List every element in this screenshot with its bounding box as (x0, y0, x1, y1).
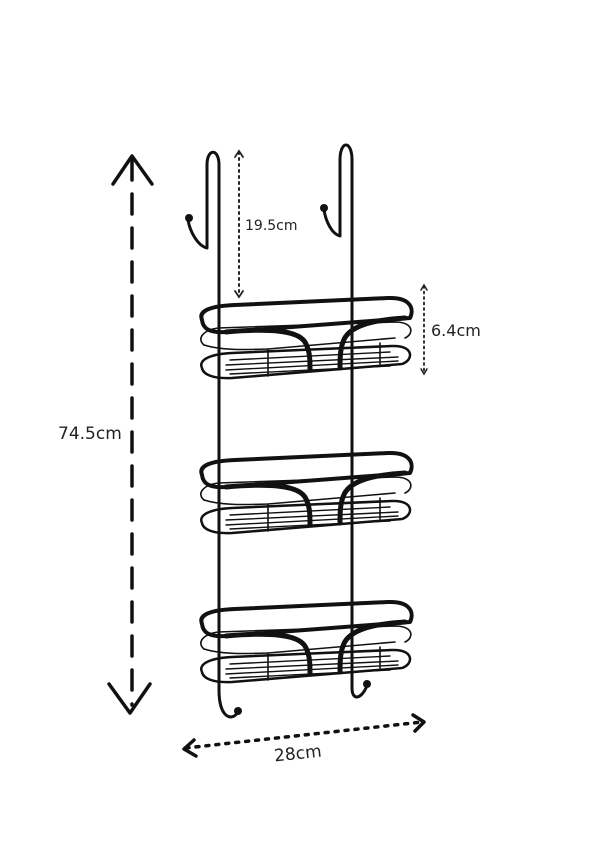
left-hook-knob (185, 214, 193, 222)
right-bottom-knob (363, 680, 371, 688)
hook-height-label: 19.5cm (245, 218, 298, 234)
basket-depth-label: 6.4cm (431, 321, 481, 340)
basket-depth-dimension (420, 283, 428, 376)
down-arrow-icon (107, 682, 152, 715)
right-arrow-icon (411, 713, 426, 733)
left-bottom-knob (234, 707, 242, 715)
width-dimension (182, 713, 426, 758)
hook-height-dimension (234, 149, 244, 299)
hook-knobs (185, 204, 371, 715)
width-label: 28cm (273, 742, 322, 767)
right-hook-knob (320, 204, 328, 212)
up-arrow-icon (111, 154, 154, 186)
total-height-dimension (107, 154, 154, 715)
top-basket (201, 298, 412, 378)
right-bottom-hook (350, 686, 368, 699)
right-hook (322, 143, 354, 690)
left-arrow-icon (182, 738, 198, 758)
total-height-label: 74.5cm (58, 424, 122, 444)
left-hook (186, 150, 221, 692)
middle-basket (201, 453, 412, 533)
caddy-frame (186, 143, 368, 719)
bottom-basket (201, 602, 412, 682)
